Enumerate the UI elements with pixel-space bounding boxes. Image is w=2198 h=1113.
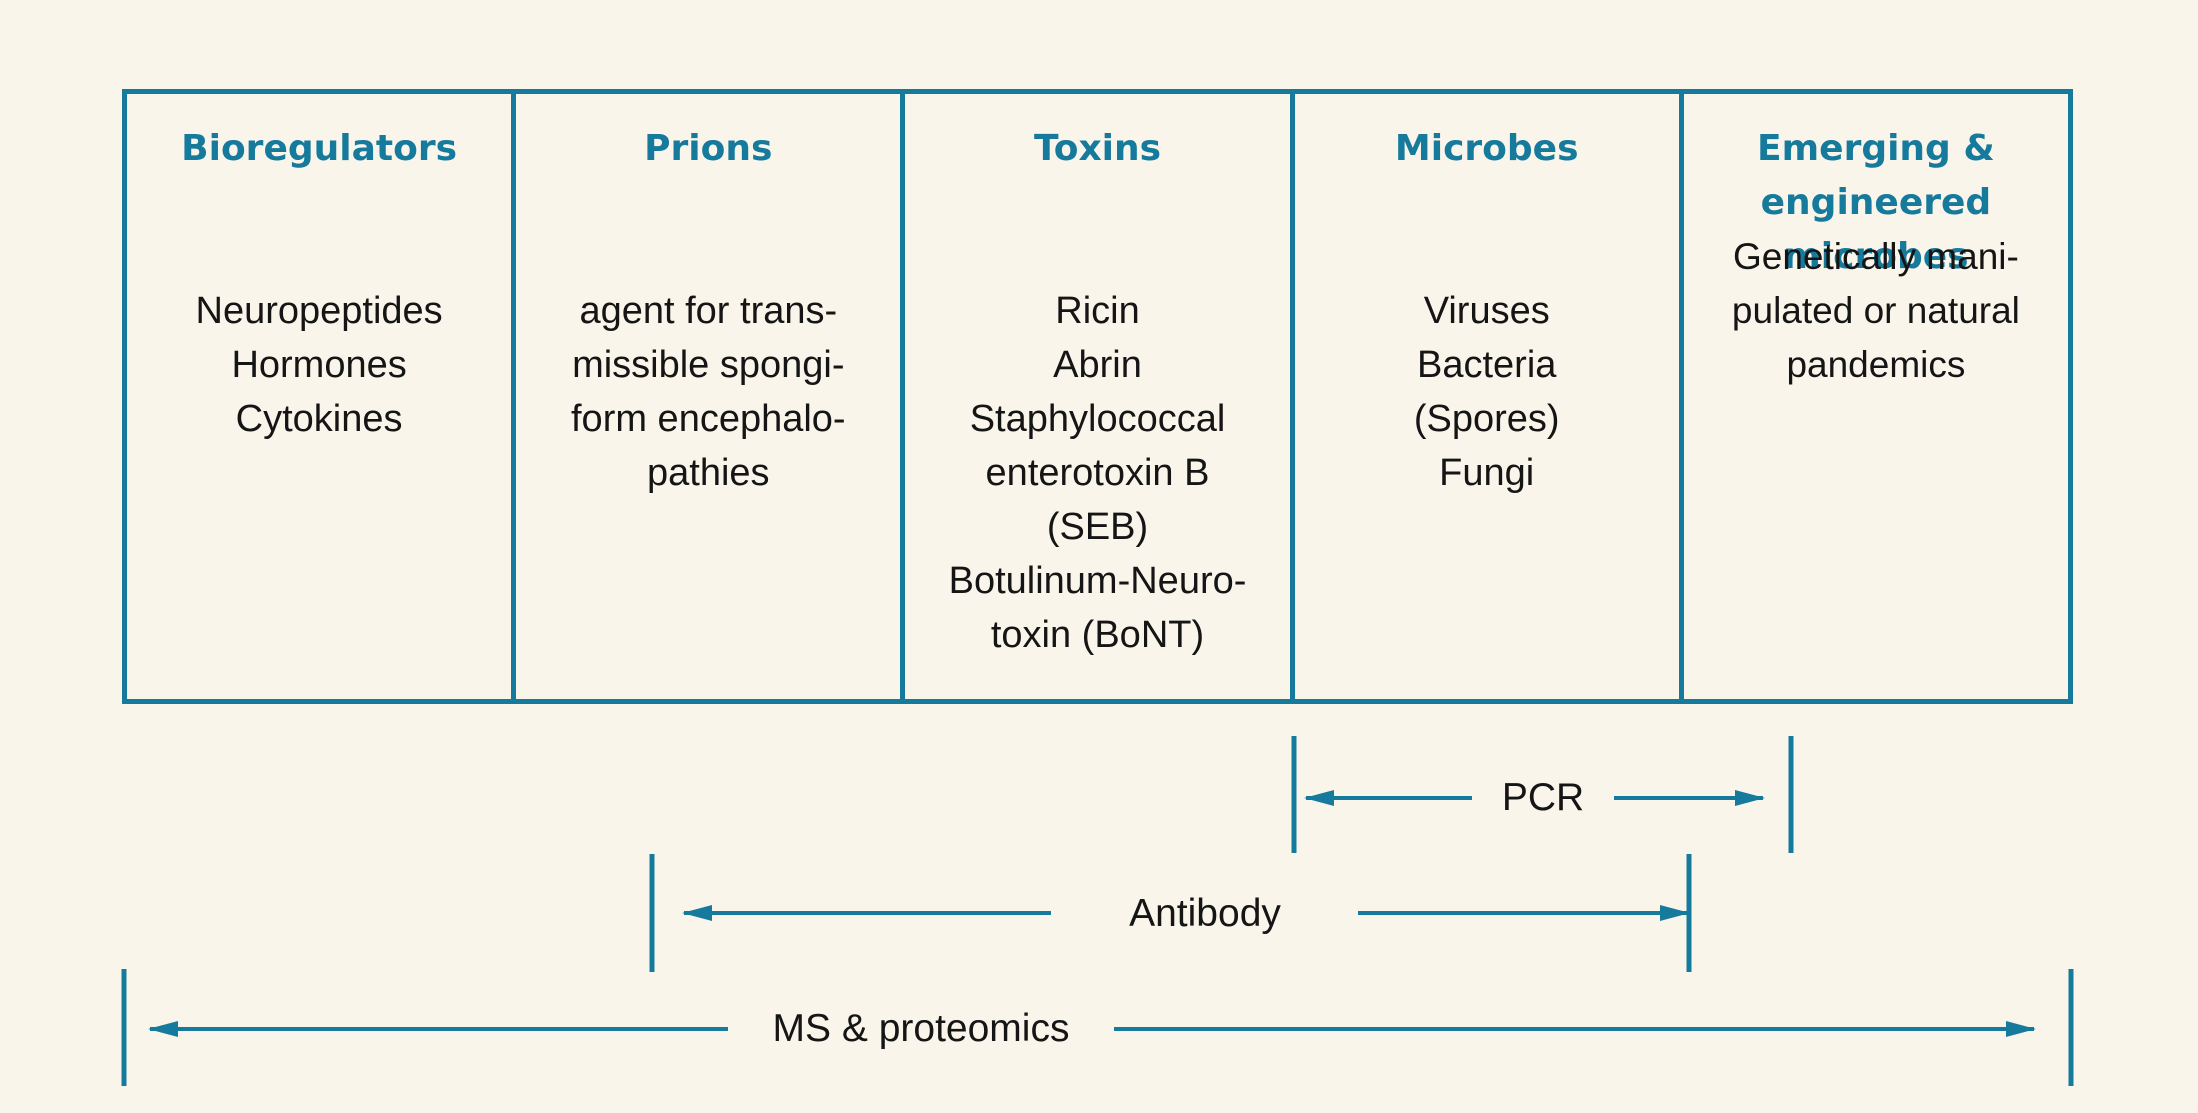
- list-item: Hormones: [231, 344, 407, 386]
- list-item: form encephalo-: [571, 398, 846, 440]
- column-items-prions: agent for trans- missible spongi- form e…: [561, 284, 856, 500]
- list-item: Cytokines: [235, 398, 403, 440]
- ms-proteomics-range: [121, 969, 2074, 1086]
- list-item: Bacteria: [1417, 344, 1557, 386]
- column-title-line: Prions: [644, 128, 773, 169]
- column-bioregulators: Bioregulators Neuropeptides Hormones Cyt…: [127, 94, 517, 699]
- list-item: missible spongi-: [572, 344, 845, 386]
- column-title-prions: Prions: [516, 122, 900, 284]
- column-title-microbes: Microbes: [1295, 122, 1679, 284]
- list-item: Neuropeptides: [195, 290, 443, 332]
- list-item: pulated or natural: [1731, 290, 2020, 331]
- column-title-line: Emerging &: [1757, 128, 1995, 169]
- list-item: (Spores): [1413, 398, 1560, 440]
- list-item: (SEB): [1046, 506, 1149, 548]
- list-item: Genetically mani-: [1732, 236, 2019, 277]
- antibody-label: Antibody: [1129, 892, 1281, 935]
- column-items-toxins: Ricin Abrin Staphylococcal enterotoxin B…: [939, 284, 1257, 662]
- list-item: Staphylococcal: [969, 398, 1226, 440]
- column-title-line: microbes: [1783, 236, 1969, 277]
- list-item: Viruses: [1423, 290, 1550, 332]
- list-item: agent for trans-: [579, 290, 838, 332]
- antibody-range: [649, 854, 1692, 972]
- column-title-bioregulators: Bioregulators: [127, 122, 511, 284]
- list-item: Abrin: [1053, 344, 1142, 386]
- column-emerging-engineered-microbes: Emerging & engineered microbes Genetical…: [1684, 94, 2068, 699]
- list-item: pandemics: [1786, 344, 1966, 385]
- column-title-line: Bioregulators: [181, 128, 458, 169]
- column-prions: Prions agent for trans- missible spongi-…: [516, 94, 906, 699]
- column-toxins: Toxins Ricin Abrin Staphylococcal entero…: [905, 94, 1295, 699]
- column-title-emerging-engineered-microbes: Emerging & engineered microbes: [1684, 122, 2068, 284]
- column-title-line: engineered: [1760, 182, 1992, 223]
- pcr-label: PCR: [1501, 776, 1585, 819]
- column-title-line: Microbes: [1394, 128, 1579, 169]
- ms-proteomics-label: MS & proteomics: [772, 1007, 1070, 1050]
- list-item: toxin (BoNT): [990, 614, 1205, 656]
- column-microbes: Microbes Viruses Bacteria (Spores) Fungi: [1295, 94, 1684, 699]
- list-item: Ricin: [1055, 290, 1140, 332]
- column-items-bioregulators: Neuropeptides Hormones Cytokines: [186, 284, 453, 446]
- column-title-toxins: Toxins: [905, 122, 1289, 284]
- list-item: Botulinum-Neuro-: [948, 560, 1247, 602]
- column-items-microbes: Viruses Bacteria (Spores) Fungi: [1404, 284, 1570, 500]
- list-item: enterotoxin B: [985, 452, 1210, 494]
- column-title-line: Toxins: [1033, 128, 1162, 169]
- agent-category-table: Bioregulators Neuropeptides Hormones Cyt…: [122, 89, 2073, 704]
- column-items-emerging-engineered-microbes: Genetically mani- pulated or natural pan…: [1722, 230, 2030, 392]
- pcr-range: [1291, 736, 1794, 853]
- list-item: pathies: [647, 452, 770, 494]
- list-item: Fungi: [1439, 452, 1535, 494]
